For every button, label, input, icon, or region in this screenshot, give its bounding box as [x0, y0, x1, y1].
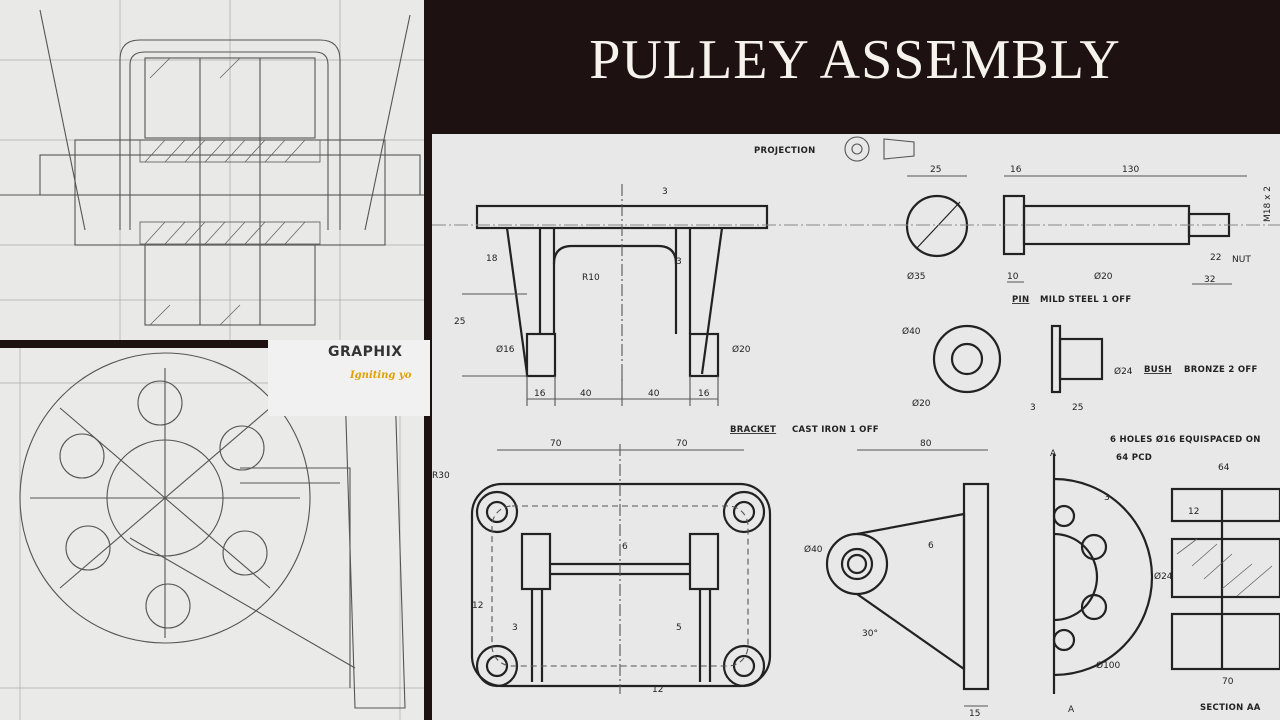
dimension-label: 10: [1007, 272, 1019, 282]
dimension-label: 3: [676, 257, 682, 267]
dimension-label: 12: [1188, 507, 1199, 517]
dimension-label: 40: [648, 389, 660, 399]
dimension-label: 70: [1222, 677, 1234, 687]
technical-drawing: PROJECTION 16 40 40 16 18 25 Ø16 Ø20 R10: [432, 136, 1280, 719]
dimension-label: 70: [550, 439, 562, 449]
dimension-label: 3: [1104, 493, 1110, 503]
technical-drawing-panel: PROJECTION 16 40 40 16 18 25 Ø16 Ø20 R10: [432, 134, 1280, 720]
pin-label: PIN: [1012, 295, 1029, 305]
dimension-label: 16: [534, 389, 546, 399]
dimension-label: 25: [1072, 403, 1083, 413]
dimension-label: 32: [1204, 275, 1215, 285]
pulley-sketch: [0, 348, 424, 720]
watermark-tagline: Igniting yo: [350, 370, 412, 381]
bracket-label: BRACKET: [730, 425, 776, 435]
watermark-strip: GRAPHIX Igniting yo: [268, 340, 430, 416]
projection-symbol: PROJECTION: [754, 136, 915, 162]
dimension-label: 40: [580, 389, 592, 399]
dimension-label: 130: [1122, 165, 1139, 175]
sectional-sketch: [0, 0, 424, 340]
dimension-label: Ø40: [804, 544, 823, 555]
dimension-label: Ø20: [912, 398, 931, 409]
watermark-brand: GRAPHIX: [328, 344, 403, 360]
dimension-label: Ø35: [907, 271, 926, 282]
dimension-label: A: [1050, 449, 1057, 459]
pulley-holes-note: 6 HOLES Ø16 EQUISPACED ON: [1110, 434, 1261, 445]
dimension-label: 16: [1010, 165, 1022, 175]
dimension-label: Ø24: [1154, 571, 1173, 582]
dimension-label: 22: [1210, 253, 1221, 263]
dimension-label: 70: [676, 439, 688, 449]
dimension-label: 5: [676, 623, 682, 633]
dimension-label: 25: [454, 317, 465, 327]
pulley-half-view: [1052, 454, 1154, 694]
pin-material: MILD STEEL 1 OFF: [1040, 295, 1131, 305]
dimension-label: 30°: [862, 629, 878, 639]
dimension-label: 80: [920, 439, 932, 449]
pulley-section-aa: [1170, 487, 1280, 671]
dimension-label: 3: [512, 623, 518, 633]
dimension-label: A: [1068, 705, 1075, 715]
dimension-label: Ø20: [732, 344, 751, 355]
dimension-label: 16: [698, 389, 710, 399]
bracket-front-dims: [462, 184, 719, 406]
dimension-label: Ø100: [1096, 660, 1121, 671]
pulley-pcd: 64 PCD: [1116, 453, 1152, 463]
bracket-plan-view: [470, 482, 772, 688]
dimension-label: 15: [969, 709, 980, 719]
dimension-label: 64: [1218, 463, 1230, 473]
section-aa-label: SECTION AA: [1200, 703, 1261, 713]
bush-label: BUSH: [1144, 365, 1172, 375]
dimension-label: R30: [432, 471, 450, 481]
bracket-material: CAST IRON 1 OFF: [792, 425, 879, 435]
dimension-label: 3: [1030, 403, 1036, 413]
sectional-sketch-panel: [0, 0, 424, 340]
dimension-label: Ø20: [1094, 271, 1113, 282]
pin-drawing: [905, 194, 1231, 258]
dimension-label: Ø40: [902, 326, 921, 337]
bush-material: BRONZE 2 OFF: [1184, 365, 1258, 375]
dimension-label: 12: [472, 601, 483, 611]
dimension-label: 6: [928, 541, 934, 551]
bush-drawing: [932, 324, 1104, 394]
dimension-label: 12: [652, 685, 663, 695]
hatch-lines: [139, 57, 321, 326]
dimension-label: 25: [930, 165, 941, 175]
dimension-label: 6: [622, 542, 628, 552]
dimension-label: 18: [486, 254, 498, 264]
page-title: PULLEY ASSEMBLY: [589, 29, 1121, 91]
bracket-side-view: [825, 482, 990, 691]
dimension-label: NUT: [1232, 255, 1251, 265]
dimension-label: M18 x 2: [1263, 186, 1273, 222]
dimension-label: R10: [582, 273, 600, 283]
dimension-label: 3: [662, 187, 668, 197]
dimension-label: Ø16: [496, 344, 515, 355]
dimension-label: Ø24: [1114, 366, 1133, 377]
projection-label: PROJECTION: [754, 146, 816, 156]
